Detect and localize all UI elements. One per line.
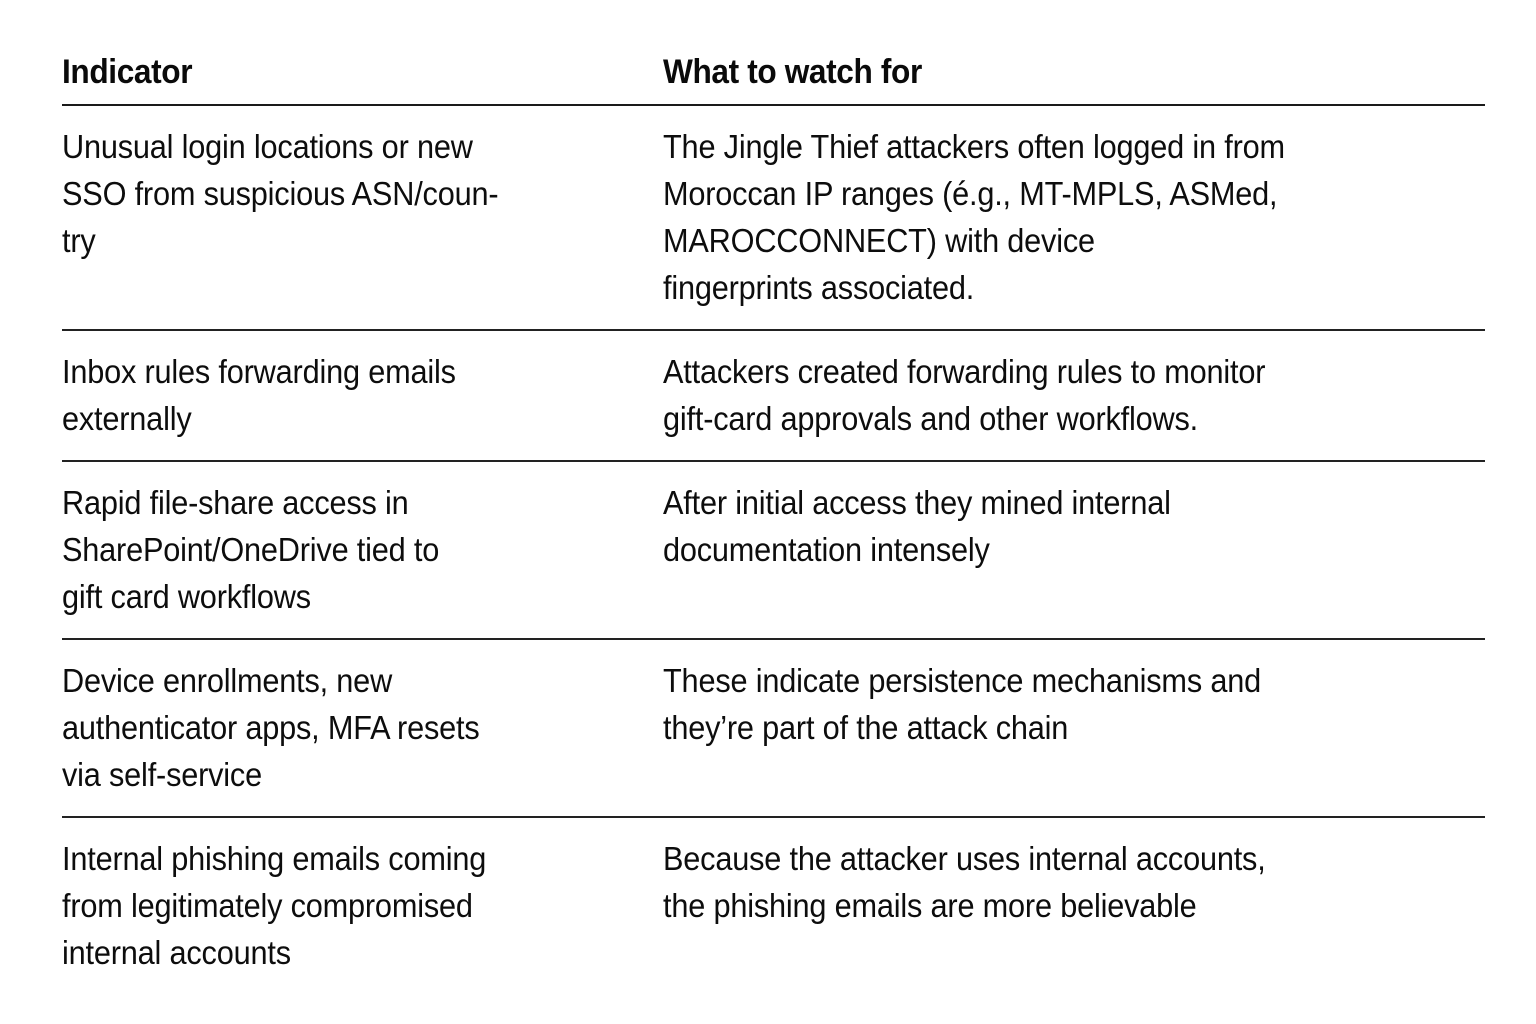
indicator-text: Inbox rules forwarding emails externally xyxy=(62,353,456,437)
header-divider xyxy=(62,104,1485,106)
watch-for-text: Because the attacker uses internal accou… xyxy=(663,840,1266,924)
row-divider xyxy=(62,460,1485,462)
table-cell-watch-for: The Jingle Thief attackers often logged … xyxy=(663,123,1485,311)
table-cell-watch-for: After initial access they mined internal… xyxy=(663,479,1485,573)
column-header-what-to-watch-for: What to watch for xyxy=(663,53,922,91)
column-header-indicator: Indicator xyxy=(62,53,193,91)
table-cell-watch-for: Because the attacker uses internal accou… xyxy=(663,835,1485,929)
watch-for-text: After initial access they mined internal… xyxy=(663,484,1171,568)
table-header-cell-indicator: Indicator xyxy=(62,50,663,94)
table-header-cell-watch-for: What to watch for xyxy=(663,50,1485,94)
table-cell-indicator: Unusual login locations or new SSO from … xyxy=(62,123,663,264)
row-divider xyxy=(62,816,1485,818)
row-divider xyxy=(62,329,1485,331)
table-cell-indicator: Inbox rules forwarding emails externally xyxy=(62,348,663,442)
indicator-text: Unusual login locations or new SSO from … xyxy=(62,128,499,259)
table-cell-watch-for: These indicate persistence mechanisms an… xyxy=(663,657,1485,751)
table-row: Device enrollments, new authenticator ap… xyxy=(62,640,1485,816)
table-row: Rapid file-share access in SharePoint/On… xyxy=(62,462,1485,638)
watch-for-text: The Jingle Thief attackers often logged … xyxy=(663,128,1285,306)
table-cell-indicator: Rapid file-share access in SharePoint/On… xyxy=(62,479,663,620)
table-header-row: Indicator What to watch for xyxy=(62,42,1485,104)
indicators-table: Indicator What to watch for Unusual logi… xyxy=(62,42,1485,994)
indicator-text: Rapid file-share access in SharePoint/On… xyxy=(62,484,440,615)
indicator-text: Internal phishing emails coming from leg… xyxy=(62,840,487,971)
table-cell-indicator: Internal phishing emails coming from leg… xyxy=(62,835,663,976)
table-row: Internal phishing emails coming from leg… xyxy=(62,818,1485,994)
row-divider xyxy=(62,638,1485,640)
table-row: Inbox rules forwarding emails externally… xyxy=(62,331,1485,460)
table-row: Unusual login locations or new SSO from … xyxy=(62,106,1485,329)
watch-for-text: These indicate persistence mechanisms an… xyxy=(663,662,1261,746)
table-cell-watch-for: Attackers created forwarding rules to mo… xyxy=(663,348,1485,442)
watch-for-text: Attackers created forwarding rules to mo… xyxy=(663,353,1266,437)
table-cell-indicator: Device enrollments, new authenticator ap… xyxy=(62,657,663,798)
indicator-text: Device enrollments, new authenticator ap… xyxy=(62,662,480,793)
